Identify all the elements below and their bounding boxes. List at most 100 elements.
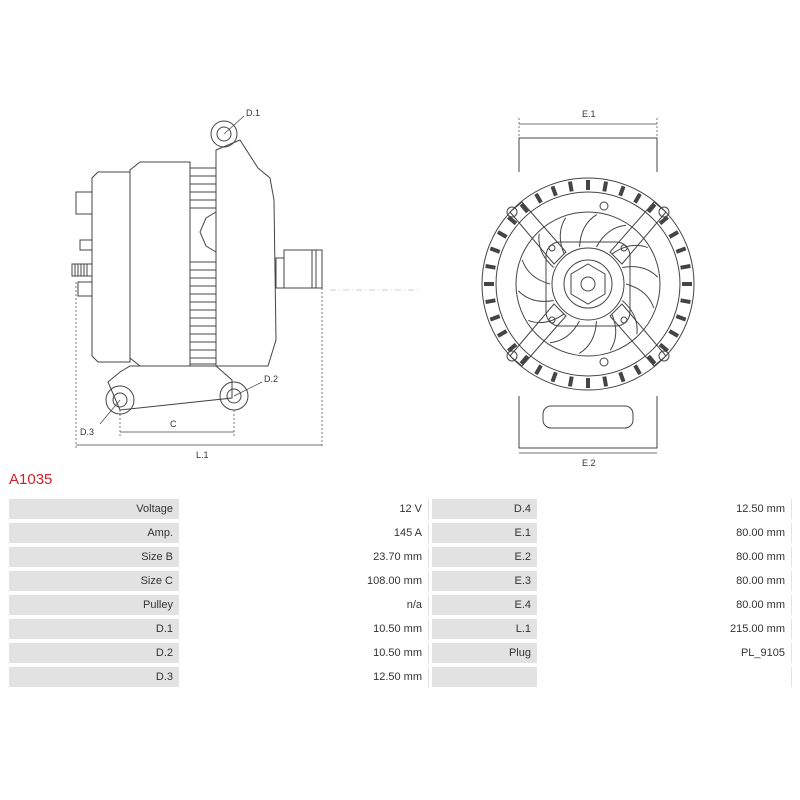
spec-value: 215.00 mm [537,619,792,639]
fan-slot [646,203,657,214]
spec-value: 80.00 mm [537,571,792,591]
rear-cover [91,171,131,363]
rotor-fin [559,217,567,255]
spec-label: D.2 [9,643,179,663]
rotor-fin [549,320,580,344]
rotor-fins [517,214,659,354]
fan-slot [550,371,558,383]
leader-lines [99,115,263,425]
spec-label: Pulley [9,595,179,615]
front-view [481,137,695,449]
rotor-fin [538,233,555,268]
dimension-c [119,410,235,436]
mount-hole-d3 [112,392,128,408]
shaft-pulley-stub [283,249,323,289]
fan-slot [680,263,691,270]
mount-hole-d2 [226,388,242,404]
spec-value: 108.00 mm [179,571,429,591]
spec-label [432,667,537,687]
label-c: C [170,419,177,429]
shaft-collar [275,257,285,289]
spec-value: PL_9105 [537,643,792,663]
spec-value: 80.00 mm [537,595,792,615]
spec-label: E.2 [432,547,537,567]
spec-value: n/a [179,595,429,615]
terminal-stud-top [75,191,93,215]
hub-plate [545,241,631,327]
fan-slot [534,192,543,204]
bottom-bracket-slot [542,405,634,429]
spec-gap [429,571,432,591]
shaft-center [580,276,596,292]
spec-value: 80.00 mm [537,523,792,543]
spec-value: 12.50 mm [537,499,792,519]
front-bottom-bracket [518,396,658,449]
fan-slot [618,185,626,197]
spec-gap [429,619,432,639]
spec-label: Voltage [9,499,179,519]
spec-label: E.4 [432,595,537,615]
rotor-fin [517,290,554,302]
fan-slot [496,230,508,239]
rotor-fin [596,224,627,248]
part-code: A1035 [9,471,53,488]
spec-gap [429,523,432,543]
fan-slot [675,314,687,322]
rotor-fin [521,259,551,285]
rotor-ring [515,211,661,357]
bottom-bracket [107,365,233,411]
spec-label: D.3 [9,667,179,687]
spec-label: Amp. [9,523,179,543]
rotor-fin [528,313,565,324]
fan-slot [633,364,642,376]
label-l1: L.1 [196,450,209,460]
hub-inner [563,259,613,309]
spec-label: D.4 [432,499,537,519]
fan-slot [675,246,687,254]
spec-gap [429,667,432,687]
dimension-e1 [518,118,658,138]
label-d3: D.3 [80,427,94,437]
fan-slot [489,246,501,254]
spec-label: Size C [9,571,179,591]
dimension-l1 [75,282,323,448]
fan-slot [550,185,558,197]
hub-ring [551,247,625,321]
spec-value: 12.50 mm [179,667,429,687]
fan-slot [602,181,609,192]
rotor-fin [622,266,659,278]
terminal-stud-mid [79,239,93,251]
fan-slot [485,298,496,305]
fan-slot [680,298,691,305]
spec-value: 10.50 mm [179,619,429,639]
spec-value [537,667,792,687]
fan-slot [658,215,669,226]
fan-slot [618,371,626,383]
mount-hole-d1 [216,126,232,142]
front-housing [215,139,277,367]
fan-slot [507,342,518,353]
fan-slot [567,181,574,192]
fan-outer-ring [481,177,695,391]
fan-slot [633,192,642,204]
label-e2: E.2 [582,458,596,468]
cross-struts [506,201,670,367]
spec-label: D.1 [9,619,179,639]
spec-value: 80.00 mm [537,547,792,567]
spec-gap [429,547,432,567]
spec-label: Plug [432,643,537,663]
rotor-fin [579,214,598,247]
spec-label: E.1 [432,523,537,543]
spec-value: 23.70 mm [179,547,429,567]
fan-slot [519,354,530,365]
stator-notch [199,211,217,253]
spec-value: 12 V [179,499,429,519]
rotor-fin [625,283,655,309]
fan-slot [534,364,543,376]
